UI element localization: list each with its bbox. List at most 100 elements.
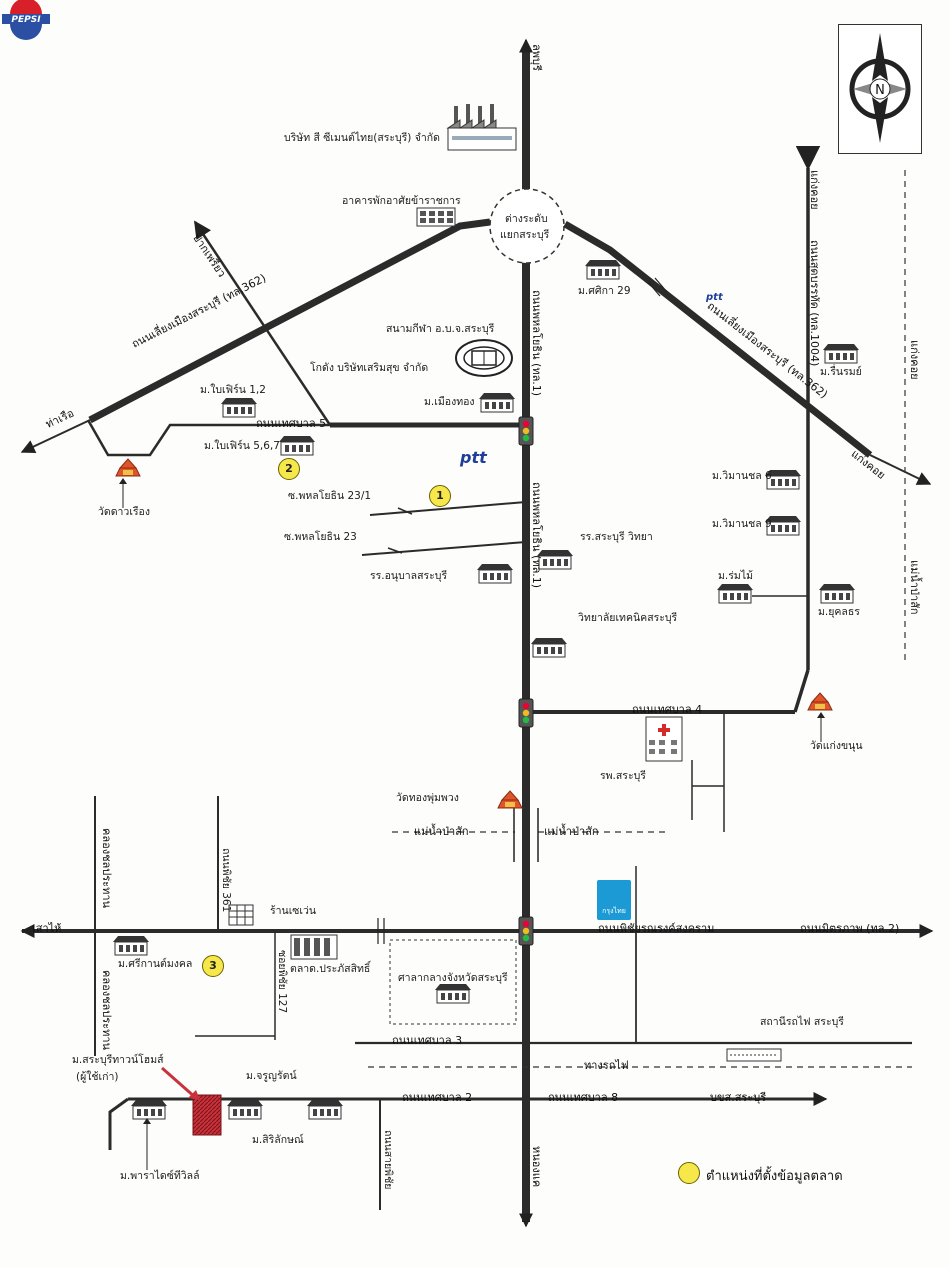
label-college: วิทยาลัยเทคนิคสระบุรี bbox=[578, 612, 678, 624]
label-stadium: สนามกีฬา อ.บ.จ.สระบุรี bbox=[386, 323, 495, 335]
label-thetsaban3: ถนนเทศบาล 3 bbox=[392, 1034, 463, 1047]
label-thetsaban5: ถนนเทศบาล 5 bbox=[256, 417, 327, 430]
label-soi-127: ซอยพิชัย 127 bbox=[276, 950, 288, 1014]
label-thetsaban4: ถนนเทศบาล 4 bbox=[632, 703, 703, 716]
label-shop: ร้านเซเว่น bbox=[270, 905, 317, 917]
compass-letter: N bbox=[875, 83, 885, 98]
label-wat-thong: วัดทองพุ่มพวง bbox=[396, 792, 459, 804]
label-river-east: แม่น้ำป่าสัก bbox=[544, 825, 599, 838]
house-icon bbox=[823, 344, 859, 364]
label-bks: บขส.สระบุรี bbox=[710, 1091, 767, 1104]
traffic-light-icon bbox=[518, 916, 534, 946]
label-m-wimanchon6: ม.วิมานชล 6 bbox=[712, 470, 772, 482]
label-m-sirilak: ม.สิริลักษณ์ bbox=[252, 1134, 304, 1146]
market-data-marker-2: 2 bbox=[278, 458, 300, 480]
legend-text: ตำแหน่งที่ตั้งข้อมูลตลาด bbox=[706, 1169, 843, 1184]
label-m-townhome: ม.สระบุรีทาวน์โฮมส์ bbox=[72, 1054, 164, 1066]
label-hospital: รพ.สระบุรี bbox=[600, 770, 646, 782]
label-power-plant: บริษัท สี ซีเมนต์ไทย(สระบุรี) จำกัด bbox=[284, 132, 440, 144]
house-icon bbox=[585, 260, 621, 280]
label-market: ตลาด.ประภัสสิทธิ์ bbox=[290, 963, 371, 975]
interchange-circle bbox=[489, 188, 565, 264]
market-data-marker-1: 1 bbox=[429, 485, 451, 507]
label-m-muangthong: ม.เมืองทอง bbox=[424, 396, 475, 408]
label-station: สถานีรถไฟ สระบุรี bbox=[760, 1016, 844, 1028]
house-icon bbox=[819, 584, 855, 604]
temple-icon bbox=[497, 790, 523, 809]
temple-icon bbox=[115, 458, 141, 477]
subject-pointer-arrow bbox=[161, 1066, 200, 1100]
traffic-light-icon bbox=[518, 698, 534, 728]
bypass-east-arrow bbox=[869, 454, 932, 485]
label-school-anuban: รร.อนุบาลสระบุรี bbox=[370, 570, 448, 582]
stadium-icon bbox=[455, 339, 513, 377]
label-soi-361: ถนนพิชัย 361 bbox=[220, 848, 232, 913]
label-river-east-lower: แม่น้ำป่าสัก bbox=[908, 560, 921, 615]
ptt-station-icon: ptt bbox=[460, 448, 487, 467]
railway-station-icon bbox=[726, 1048, 782, 1062]
road-1004-bend bbox=[793, 669, 810, 713]
label-wat-kaeng: วัดแก่งขนุน bbox=[810, 740, 863, 752]
label-interchange-1: ต่างระดับ bbox=[505, 213, 548, 225]
city-hall-area bbox=[389, 939, 517, 1025]
apartment-icon bbox=[416, 207, 456, 227]
house-icon bbox=[435, 984, 471, 1004]
road-pakpreaw bbox=[193, 220, 332, 426]
bypass-east bbox=[563, 220, 873, 458]
label-m-yukhonthon: ม.ยุคลธร bbox=[818, 606, 860, 618]
house-icon bbox=[531, 638, 567, 658]
bridge-mark-2 bbox=[654, 277, 668, 293]
pointer-arrow bbox=[143, 1118, 151, 1170]
label-phichai: ถนนพิชัยรณรงค์สงคราม bbox=[598, 922, 715, 935]
label-road-1004: ถนนสุดบรรทัด (ทล.1004) bbox=[808, 240, 821, 367]
label-m-townhome-sub: (ผู้ใช้เก่า) bbox=[76, 1071, 119, 1083]
label-main-upper: ถนนพหลโยธิน (ทล.1) bbox=[530, 290, 543, 397]
label-m-paradise: ม.พาราไดซ์ทีวิลล์ bbox=[120, 1170, 200, 1182]
subject-property-marker bbox=[192, 1094, 222, 1136]
market-building-icon bbox=[290, 934, 338, 960]
soi-23 bbox=[361, 541, 527, 556]
label-wat-daorueang: วัดดาวเรือง bbox=[98, 506, 150, 518]
house-icon bbox=[113, 936, 149, 956]
house-icon bbox=[537, 550, 573, 570]
label-apartment: อาคารพักอาศัยข้าราชการ bbox=[342, 195, 461, 207]
north-arrow-box: N bbox=[838, 24, 922, 154]
label-m-baifern567: ม.ใบเฟิร์น 5,6,7 bbox=[204, 440, 280, 452]
label-city-hall: ศาลากลางจังหวัดสระบุรี bbox=[398, 972, 508, 984]
pointer-arrow bbox=[817, 712, 825, 742]
house-icon bbox=[479, 393, 515, 413]
bank-label: กรุงไทย bbox=[602, 907, 626, 915]
label-railway: ทางรถไฟ bbox=[584, 1059, 629, 1072]
label-m-jarunrat: ม.จรูญรัตน์ bbox=[246, 1070, 297, 1082]
label-south: หนองแค bbox=[530, 1146, 543, 1188]
label-m-baifern12: ม.ใบเฟิร์น 1,2 bbox=[200, 384, 266, 396]
pepsi-logo-icon: PEPSI bbox=[2, 0, 50, 40]
factory-icon bbox=[446, 104, 517, 151]
label-thetsaban8: ถนนเทศบาล 8 bbox=[548, 1091, 619, 1104]
label-interchange-2: แยกสระบุรี bbox=[500, 229, 550, 241]
store-building-icon bbox=[228, 904, 254, 926]
label-river-east-upper: แก่งคอย bbox=[908, 340, 921, 380]
traffic-light-icon bbox=[518, 416, 534, 446]
bypass-west bbox=[88, 218, 491, 424]
house-icon bbox=[477, 564, 513, 584]
label-pepsi-warehouse: โกดัง บริษัทเสริมสุข จำกัด bbox=[310, 362, 429, 374]
label-khlong: คลองชลประทาน bbox=[100, 828, 113, 909]
label-soi-23: ซ.พหลโยธิน 23 bbox=[284, 531, 357, 543]
label-m-sirika29: ม.ศศิกา 29 bbox=[578, 285, 631, 297]
legend-marker bbox=[678, 1162, 700, 1184]
label-mittraphap: ถนนมิตรภาพ (ทล.2) bbox=[800, 922, 900, 935]
bridge-mark-1 bbox=[647, 281, 661, 297]
svg-text:PEPSI: PEPSI bbox=[11, 15, 41, 25]
house-icon bbox=[307, 1100, 343, 1120]
house-icon bbox=[131, 1100, 167, 1120]
label-thetsaban2: ถนนเทศบาล 2 bbox=[402, 1091, 473, 1104]
t2-west-bend bbox=[108, 1097, 129, 1150]
label-sao-hai: เสาไห้ bbox=[32, 922, 62, 935]
wat-road bbox=[86, 419, 330, 457]
label-soi-sai: ถนนสายพิชัย bbox=[382, 1130, 394, 1190]
pointer-arrow bbox=[119, 478, 127, 508]
bypass-west-arrow bbox=[20, 419, 91, 453]
